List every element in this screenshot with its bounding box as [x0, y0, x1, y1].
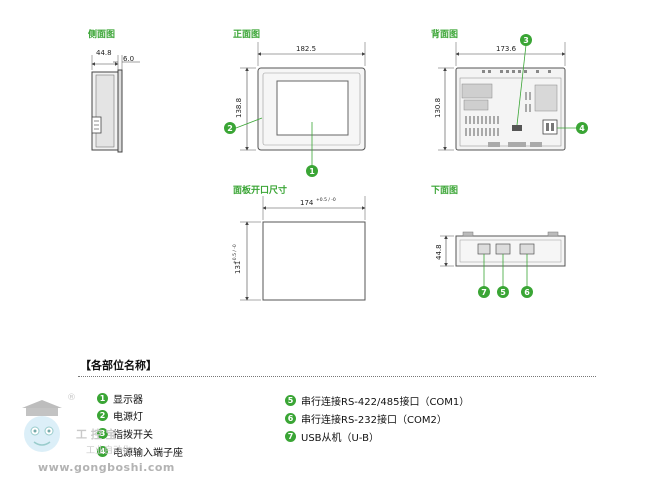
- legend-badge: 2: [97, 410, 108, 421]
- section-divider: [78, 376, 596, 377]
- callout-6: 6: [521, 286, 533, 298]
- panel-cutout-view: [240, 196, 366, 301]
- svg-text:6: 6: [524, 288, 530, 297]
- legend-label: 串行连接RS-232接口（COM2）: [301, 415, 447, 426]
- legend-badge: 1: [97, 393, 108, 404]
- legend-label: 指拨开关: [113, 430, 153, 441]
- legend-label: USB从机（U-B）: [301, 433, 379, 444]
- back-height-label: 130.8: [434, 98, 442, 118]
- legend-badge: 3: [97, 428, 108, 439]
- legend-item-power-led: 2 电源灯: [97, 408, 143, 423]
- bottom-view: [440, 231, 566, 287]
- legend-item-com2: 6 串行连接RS-232接口（COM2）: [285, 411, 447, 426]
- callout-5: 5: [497, 286, 509, 298]
- watermark-registered: ®: [67, 393, 76, 403]
- cutout-height-tolerance: +0.5 / -0: [232, 244, 238, 264]
- front-view-title: 正面图: [233, 30, 261, 40]
- legend-label: 串行连接RS-422/485接口（COM1）: [301, 397, 470, 408]
- svg-text:3: 3: [523, 36, 529, 45]
- legend-item-com1: 5 串行连接RS-422/485接口（COM1）: [285, 393, 469, 408]
- legend-badge: 7: [285, 431, 296, 442]
- legend-label: 显示器: [113, 395, 143, 406]
- front-width-label: 182.5: [296, 45, 316, 53]
- bottom-depth-label: 44.8: [435, 244, 443, 260]
- legend-item-dip-switch: 3 指拨开关: [97, 426, 153, 441]
- legend-badge: 6: [285, 413, 296, 424]
- callout-7: 7: [478, 286, 490, 298]
- watermark-brand: 工 控 宝: [76, 428, 117, 441]
- legend-item-display: 1 显示器: [97, 391, 143, 406]
- side-depth-label: 6.0: [123, 55, 134, 63]
- legend-badge: 4: [97, 446, 108, 457]
- back-width-label: 173.6: [496, 45, 517, 53]
- svg-text:2: 2: [227, 124, 233, 133]
- cutout-width-tolerance: +0.5 / -0: [316, 197, 336, 203]
- callout-1: 1: [306, 165, 318, 177]
- legend-item-usb: 7 USB从机（U-B）: [285, 429, 379, 444]
- cutout-view-title: 面板开口尺寸: [233, 186, 288, 196]
- callout-3: 3: [520, 34, 532, 46]
- callout-2: 2: [224, 122, 236, 134]
- callout-4: 4: [576, 122, 588, 134]
- parts-section-title: 【各部位名称】: [80, 359, 157, 372]
- cutout-width-label: 174: [300, 199, 314, 207]
- bottom-view-title: 下面图: [431, 186, 459, 196]
- watermark-url: www.gongboshi.com: [38, 461, 175, 474]
- svg-text:4: 4: [579, 124, 585, 133]
- back-view-title: 背面图: [431, 30, 459, 40]
- side-view: [91, 55, 140, 153]
- svg-text:7: 7: [481, 288, 487, 297]
- side-width-label: 44.8: [96, 49, 112, 57]
- legend-item-power-terminal: 4 电源输入端子座: [97, 444, 183, 459]
- svg-text:5: 5: [500, 288, 506, 297]
- back-view: [438, 42, 578, 151]
- front-view: [235, 42, 366, 165]
- mascot-logo: [22, 400, 62, 452]
- legend-badge: 5: [285, 395, 296, 406]
- legend-label: 电源输入端子座: [113, 448, 183, 459]
- svg-text:1: 1: [309, 167, 315, 176]
- legend-label: 电源灯: [113, 412, 143, 423]
- side-view-title: 侧面图: [88, 30, 116, 40]
- front-height-label: 138.8: [235, 98, 243, 118]
- watermark-tagline: 工业自动化: [86, 446, 132, 456]
- cutout-height-label: 131: [234, 261, 242, 274]
